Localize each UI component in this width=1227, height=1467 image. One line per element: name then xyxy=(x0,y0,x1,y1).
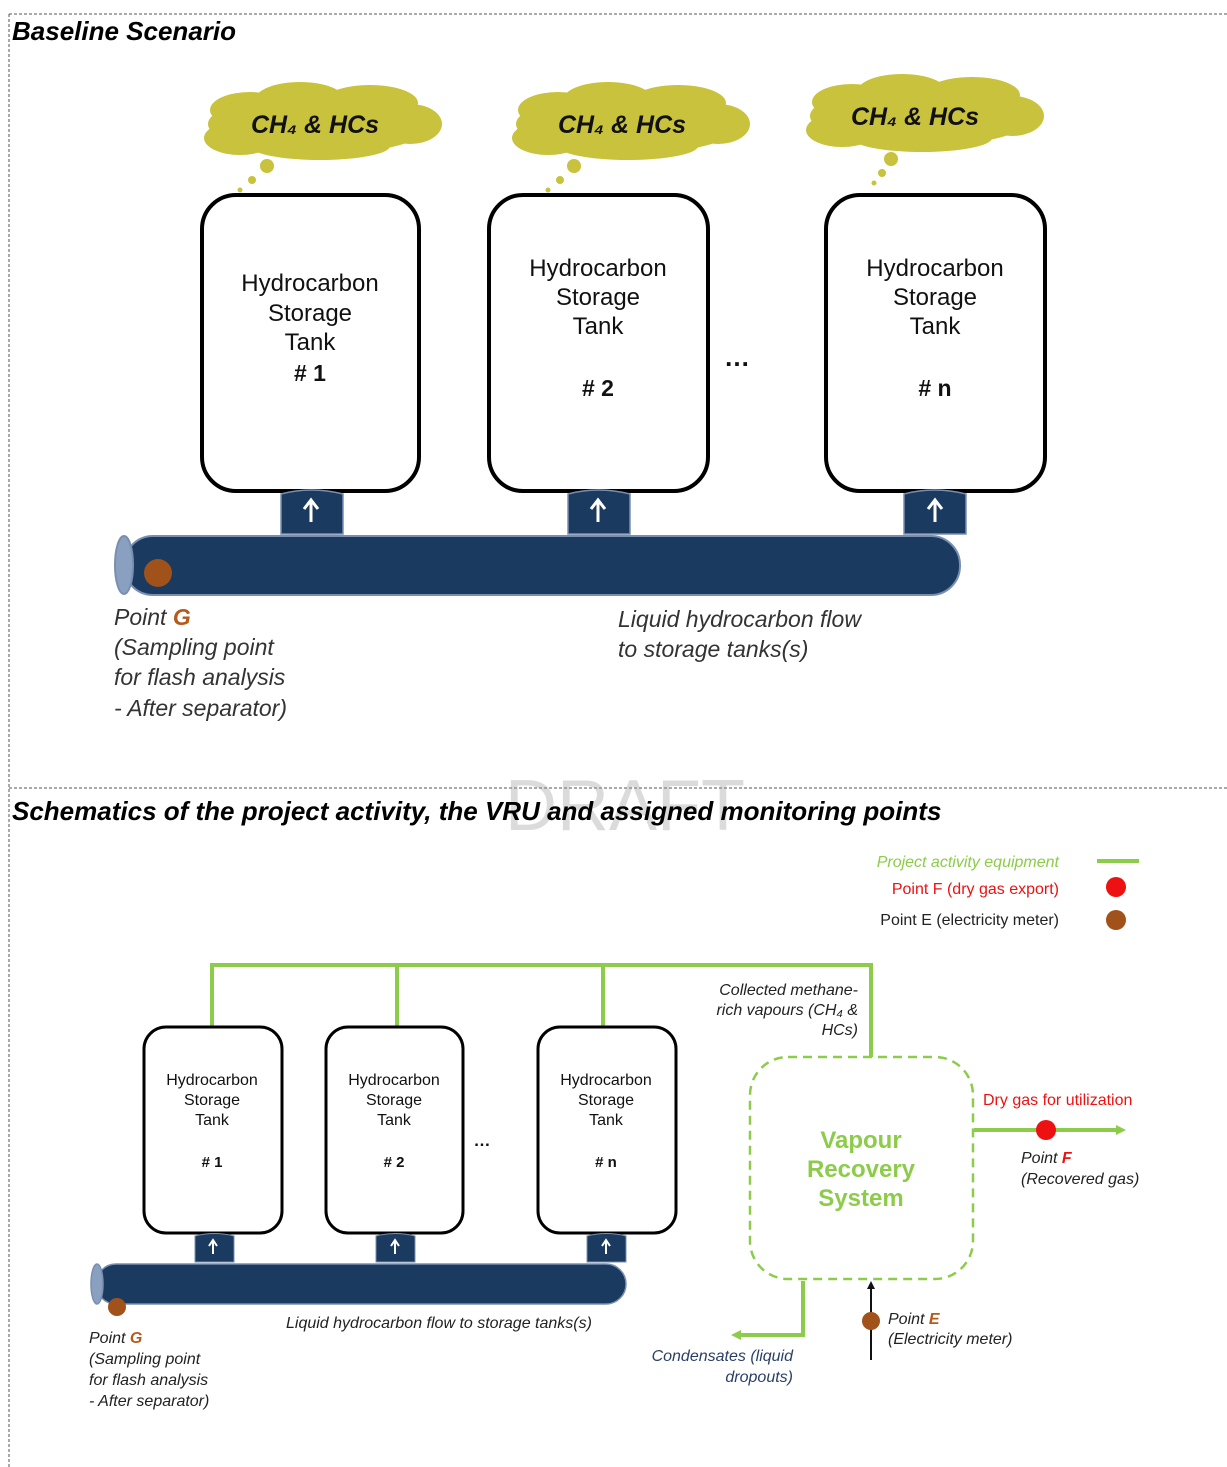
legend-equipment-label: Project activity equipment xyxy=(877,854,1060,871)
project-tank-2: Hydrocarbon Storage Tank # 2 xyxy=(324,1025,465,1235)
tank-label-line2: Storage xyxy=(578,1092,634,1109)
vru-label-line2: Recovery xyxy=(807,1156,916,1183)
cloud-label: CH₄ & HCs xyxy=(851,103,979,131)
tank-label-line1: Hydrocarbon xyxy=(529,255,666,282)
legend-point-f-marker xyxy=(1106,877,1126,897)
emission-cloud-3: CH₄ & HCs xyxy=(806,74,1044,186)
dry-gas-label: Dry gas for utilization xyxy=(983,1092,1132,1109)
point-f-desc: (Recovered gas) xyxy=(1021,1171,1139,1188)
legend-point-e-label: Point E (electricity meter) xyxy=(880,912,1059,929)
tank-label-line3: Tank xyxy=(285,329,337,356)
tank-label-line3: Tank xyxy=(910,313,962,340)
tank-number: # 2 xyxy=(384,1154,405,1171)
baseline-point-g-marker xyxy=(144,559,172,587)
tank-label-line2: Storage xyxy=(184,1092,240,1109)
baseline-tank-n: Hydrocarbon Storage Tank # n xyxy=(824,193,1047,493)
tank-label-line2: Storage xyxy=(556,284,640,311)
legend-point-f-label: Point F (dry gas export) xyxy=(892,881,1059,898)
legend: Project activity equipment Point F (dry … xyxy=(877,854,1139,930)
baseline-point-g-desc-1: (Sampling point xyxy=(114,634,275,660)
vapour-collection-lines xyxy=(210,963,873,1057)
collected-vapours-label-3: HCs) xyxy=(822,1022,858,1039)
project-point-g-desc-1: (Sampling point xyxy=(89,1351,201,1368)
condensates-label-2: dropouts) xyxy=(725,1369,793,1386)
baseline-title: Baseline Scenario xyxy=(12,16,236,46)
legend-point-e-marker xyxy=(1106,910,1126,930)
baseline-tank-1: Hydrocarbon Storage Tank # 1 xyxy=(200,193,421,493)
tank-label-line3: Tank xyxy=(589,1112,624,1129)
baseline-pipe xyxy=(114,535,961,596)
tank-number: # 1 xyxy=(202,1154,223,1171)
collected-vapours-label-1: Collected methane- xyxy=(719,982,858,999)
baseline-point-g-desc-3: - After separator) xyxy=(114,695,287,721)
baseline-connector-1 xyxy=(280,489,344,535)
condensates-output-line xyxy=(731,1281,805,1340)
project-point-g-desc-2: for flash analysis xyxy=(89,1372,208,1389)
baseline-point-g-label: Point G xyxy=(114,604,191,630)
vru-label-line1: Vapour xyxy=(820,1127,901,1154)
tank-ellipsis: … xyxy=(474,1131,491,1150)
baseline-flow-label-1: Liquid hydrocarbon flow xyxy=(618,606,862,632)
point-f-marker xyxy=(1036,1120,1056,1140)
project-point-g-label: Point G xyxy=(89,1330,142,1347)
tank-label-line3: Tank xyxy=(377,1112,412,1129)
tank-number: # 2 xyxy=(582,375,614,401)
emission-cloud-1: CH₄ & HCs xyxy=(204,82,442,193)
baseline-tank-2: Hydrocarbon Storage Tank # 2 xyxy=(487,193,710,493)
project-point-g-desc-3: - After separator) xyxy=(89,1393,209,1410)
emission-cloud-2: CH₄ & HCs xyxy=(512,82,750,193)
project-connector-2 xyxy=(375,1233,416,1263)
point-e-label: Point E xyxy=(888,1311,941,1328)
point-f-label: Point F xyxy=(1021,1150,1073,1167)
project-tank-n: Hydrocarbon Storage Tank # n xyxy=(536,1025,678,1235)
tank-ellipsis: … xyxy=(724,342,750,372)
tank-label-line3: Tank xyxy=(195,1112,230,1129)
vru-label-line3: System xyxy=(818,1185,903,1212)
vapour-recovery-system: Vapour Recovery System xyxy=(748,1055,975,1281)
cloud-label: CH₄ & HCs xyxy=(558,111,686,139)
project-flow-label: Liquid hydrocarbon flow to storage tanks… xyxy=(286,1315,592,1332)
collected-vapours-label-2: rich vapours (CH₄ & xyxy=(716,1002,858,1019)
project-tank-1: Hydrocarbon Storage Tank # 1 xyxy=(142,1025,284,1235)
project-connector-1 xyxy=(194,1233,235,1263)
tank-label-line2: Storage xyxy=(366,1092,422,1109)
condensates-label-1: Condensates (liquid xyxy=(652,1348,795,1365)
tank-label-line1: Hydrocarbon xyxy=(560,1072,652,1089)
tank-number: # n xyxy=(595,1154,617,1171)
project-pipe xyxy=(90,1263,627,1305)
section-borders xyxy=(8,13,1227,1467)
baseline-point-g-desc-2: for flash analysis xyxy=(114,664,286,690)
point-e-marker xyxy=(862,1312,880,1330)
tank-label-line3: Tank xyxy=(573,313,625,340)
tank-label-line1: Hydrocarbon xyxy=(348,1072,440,1089)
tank-number: # n xyxy=(918,375,951,401)
tank-label-line2: Storage xyxy=(268,300,352,327)
tank-label-line2: Storage xyxy=(893,284,977,311)
baseline-connector-n xyxy=(903,489,967,535)
cloud-label: CH₄ & HCs xyxy=(251,111,379,139)
watermark: DRAFT xyxy=(505,766,745,846)
tank-label-line1: Hydrocarbon xyxy=(166,1072,258,1089)
tank-label-line1: Hydrocarbon xyxy=(866,255,1003,282)
project-point-g-marker xyxy=(108,1298,126,1316)
baseline-connector-2 xyxy=(567,489,631,535)
baseline-flow-label-2: to storage tanks(s) xyxy=(618,636,808,662)
tank-number: # 1 xyxy=(294,360,326,386)
point-e-desc: (Electricity meter) xyxy=(888,1331,1012,1348)
tank-label-line1: Hydrocarbon xyxy=(241,270,378,297)
project-connector-n xyxy=(586,1233,627,1263)
project-title: Schematics of the project activity, the … xyxy=(12,796,941,826)
